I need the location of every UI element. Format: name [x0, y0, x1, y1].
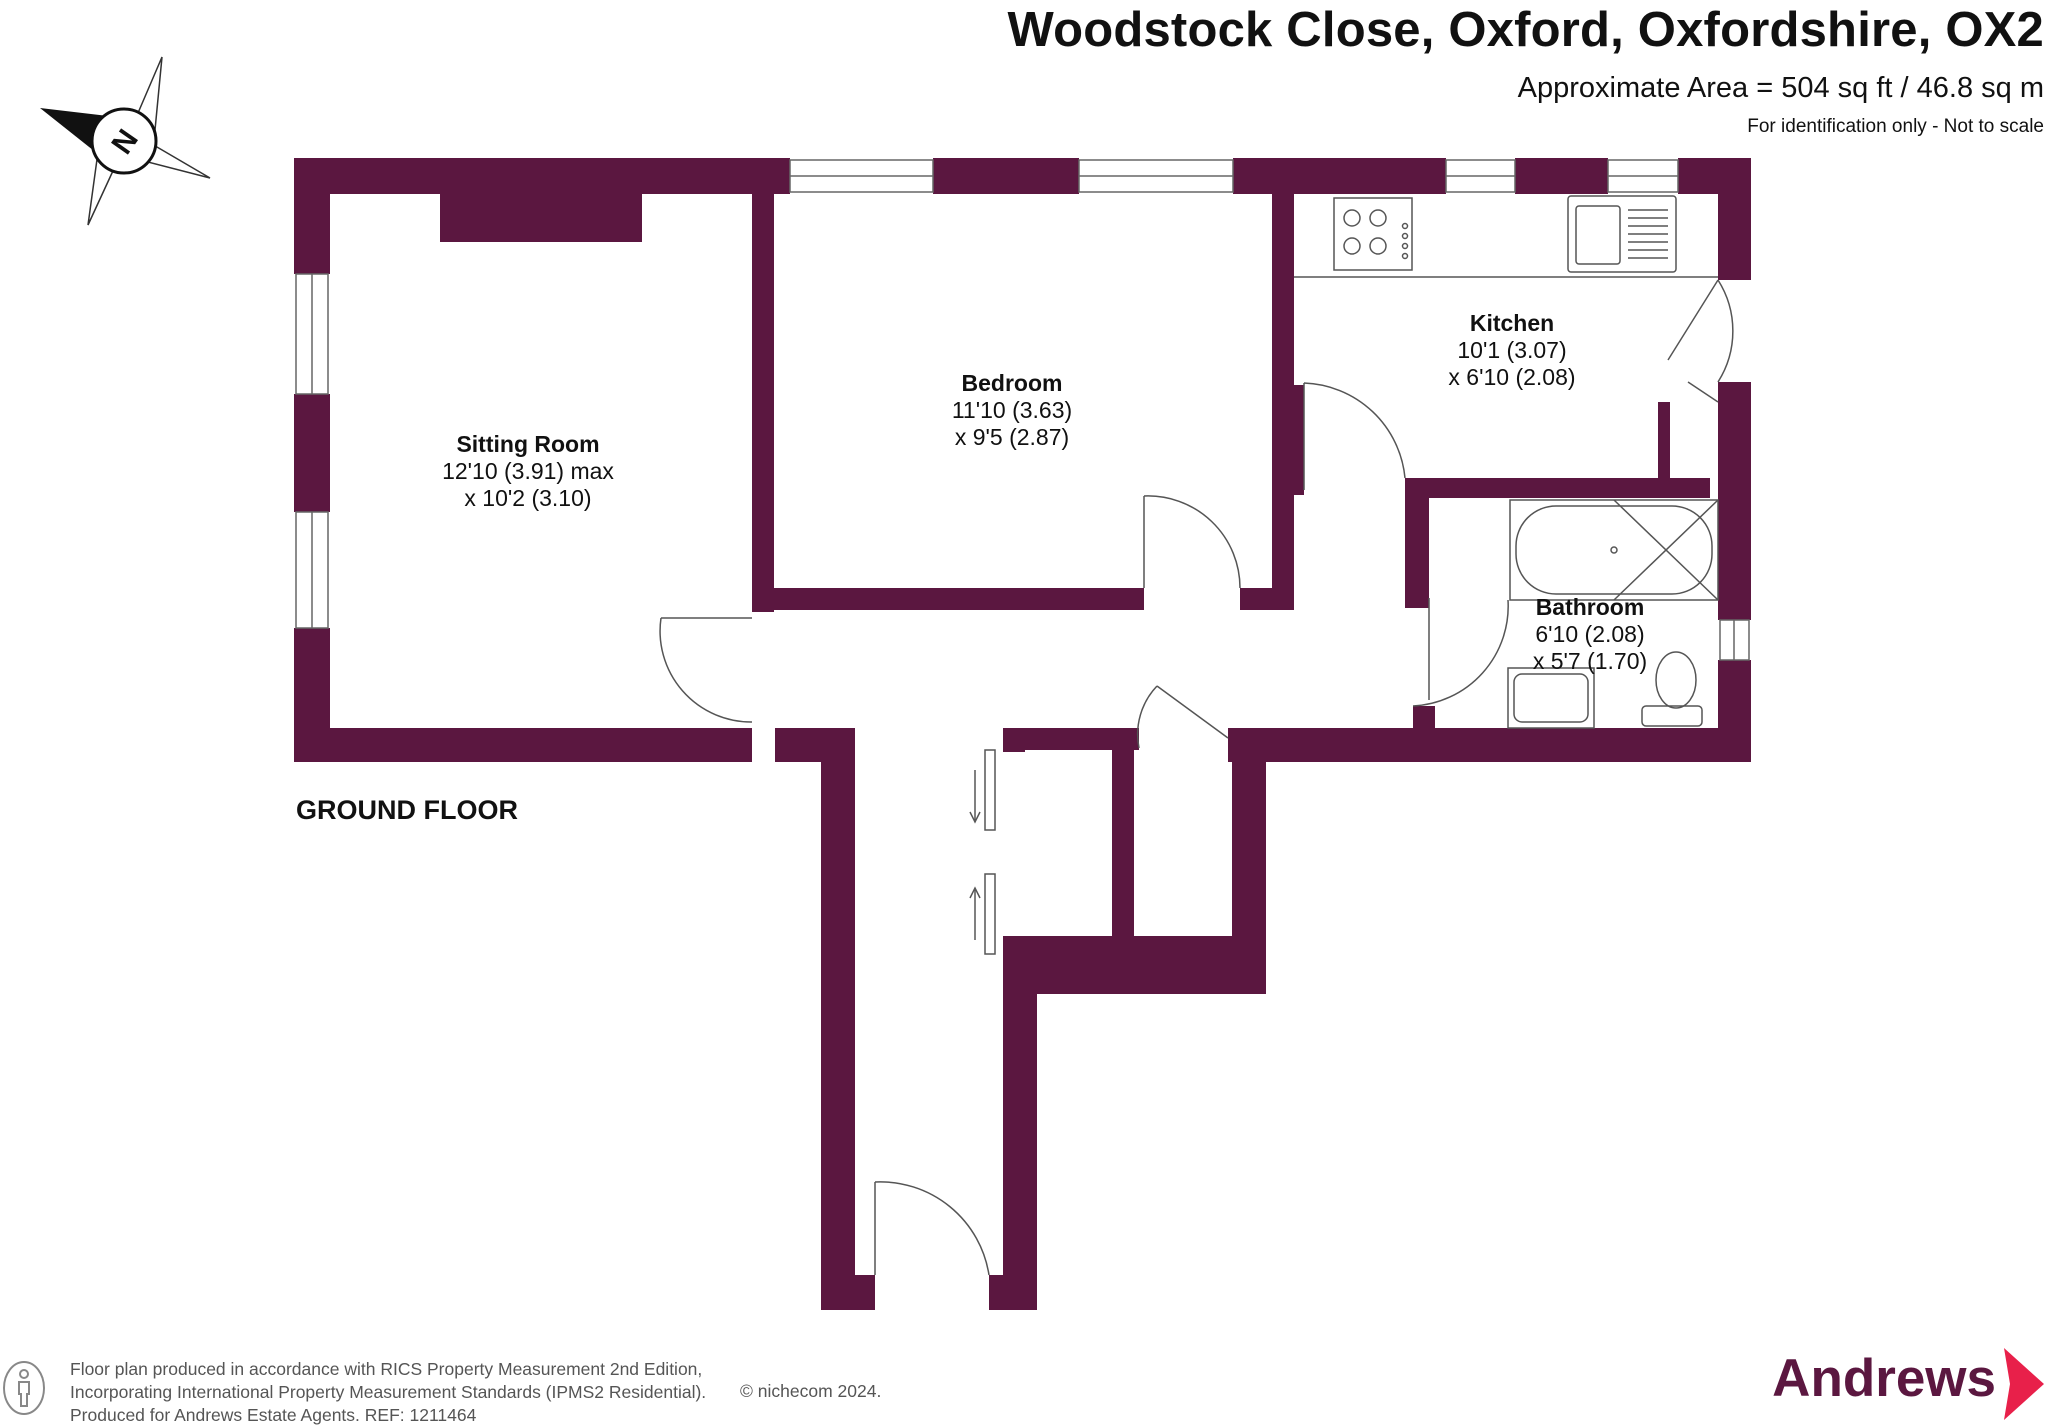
room-dimension: 10'1 (3.07) [1457, 337, 1566, 363]
room-dimension: 6'10 (2.08) [1535, 621, 1644, 647]
room-name: Bathroom [1536, 594, 1645, 620]
doors [659, 279, 1734, 1276]
drainer-lines [1628, 209, 1668, 259]
room-dimension: x 10'2 (3.10) [464, 485, 591, 511]
floor-label: GROUND FLOOR [296, 795, 518, 825]
room-dimension: x 6'10 (2.08) [1448, 364, 1575, 390]
brand-logo: Andrews [1772, 1349, 1996, 1408]
room-dimension: 12'10 (3.91) max [442, 458, 614, 484]
toilet-icon [1655, 651, 1697, 709]
brand-chevron-icon [2004, 1348, 2044, 1420]
sink-icon [1567, 195, 1677, 273]
footer-line: Produced for Andrews Estate Agents. REF:… [70, 1405, 477, 1425]
walls [294, 158, 1751, 1310]
room-dimension: 11'10 (3.63) [952, 397, 1072, 423]
room-dimension: x 5'7 (1.70) [1533, 648, 1647, 674]
room-name: Sitting Room [456, 431, 599, 457]
copyright: © nichecom 2024. [740, 1381, 882, 1401]
room-kitchen: Kitchen 10'1 (3.07) x 6'10 (2.08) [1448, 310, 1575, 390]
bath-icon [1509, 499, 1719, 601]
room-sitting-room: Sitting Room 12'10 (3.91) max x 10'2 (3.… [442, 431, 614, 511]
basin-icon [1507, 667, 1595, 729]
footer-line: Floor plan produced in accordance with R… [70, 1359, 703, 1379]
kitchen-fittings [1294, 195, 1718, 278]
room-dimension: x 9'5 (2.87) [955, 424, 1069, 450]
sliding-doors [969, 749, 996, 955]
footer-line: Incorporating International Property Mea… [70, 1382, 707, 1402]
page-title: Woodstock Close, Oxford, Oxfordshire, OX… [1007, 3, 2044, 57]
person-info-icon [3, 1361, 45, 1415]
windows [295, 159, 1750, 661]
bathroom-fittings [1507, 499, 1719, 729]
room-name: Kitchen [1470, 310, 1554, 336]
footer-disclaimer: Floor plan produced in accordance with R… [70, 1358, 706, 1427]
room-name: Bedroom [962, 370, 1063, 396]
approximate-area: Approximate Area = 504 sq ft / 46.8 sq m [1517, 72, 2044, 104]
disclaimer: For identification only - Not to scale [1747, 116, 2044, 137]
room-bedroom: Bedroom 11'10 (3.63) x 9'5 (2.87) [952, 370, 1072, 450]
compass-icon: N [40, 56, 211, 226]
hob-icon [1333, 197, 1413, 271]
room-bathroom: Bathroom 6'10 (2.08) x 5'7 (1.70) [1533, 594, 1647, 674]
